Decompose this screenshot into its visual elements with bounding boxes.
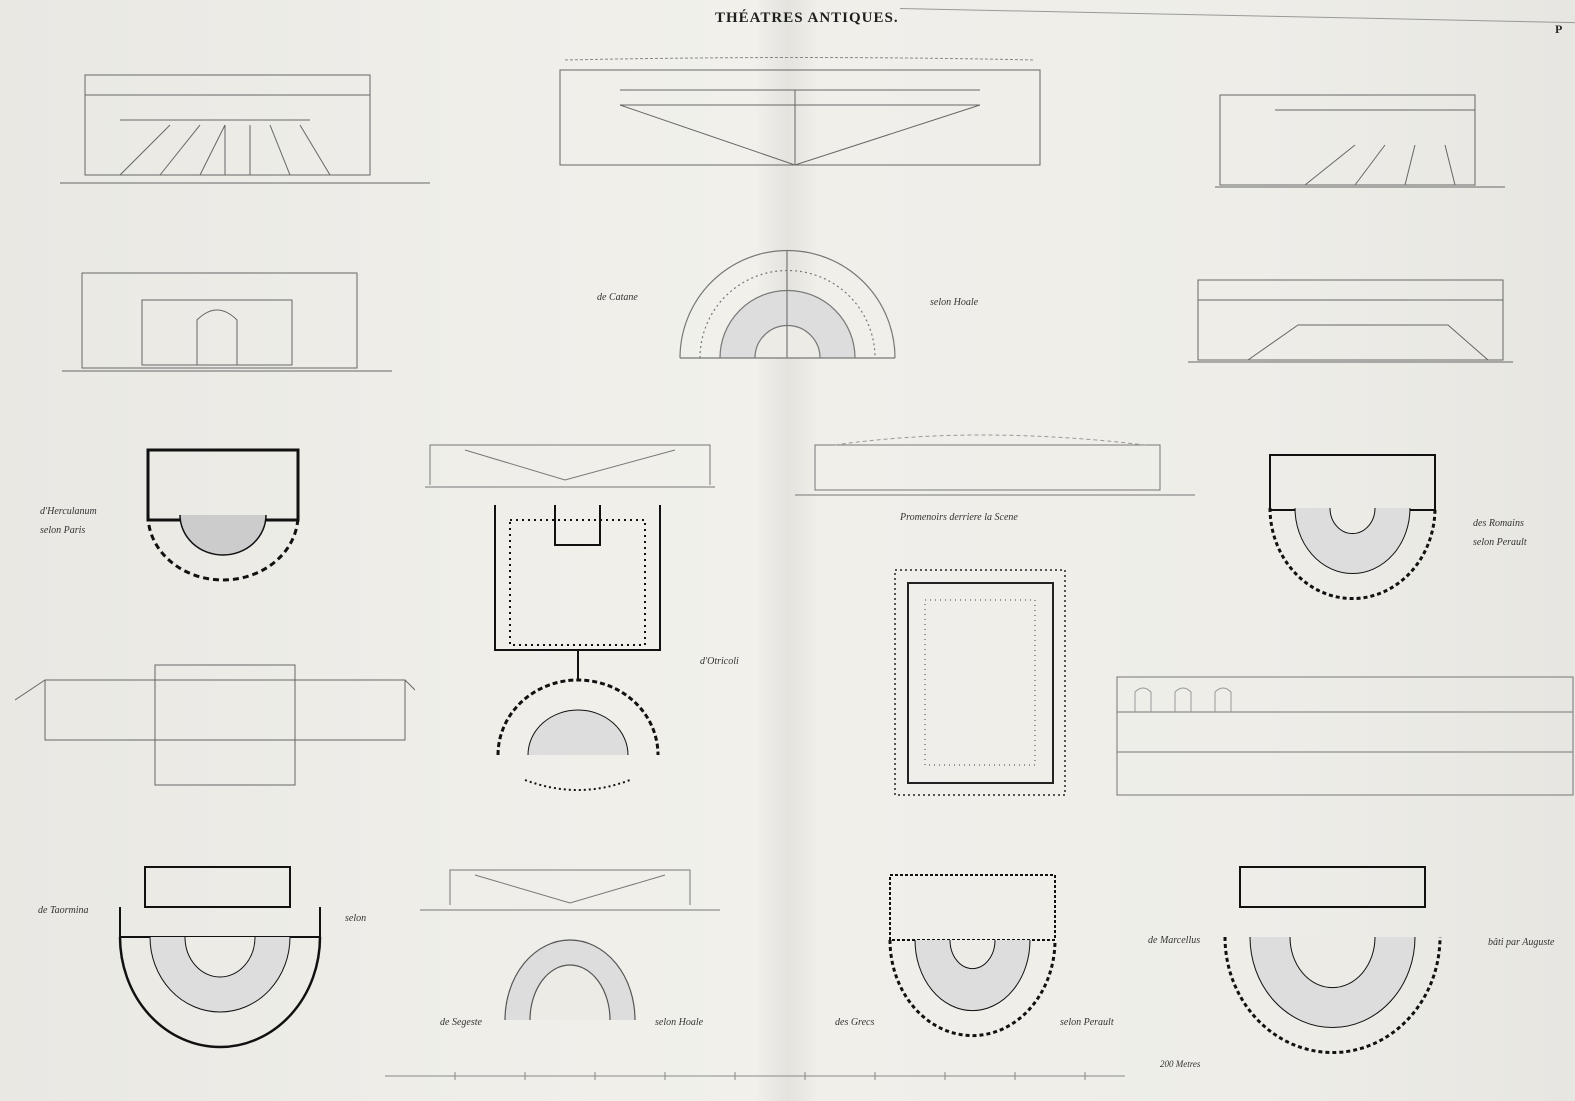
- section-elevation-top-left: [60, 65, 430, 185]
- label-romains: des Romains: [1473, 518, 1524, 529]
- scale-label: 200 Metres: [1160, 1059, 1201, 1069]
- label-segeste-selon: selon Hoale: [655, 1017, 704, 1028]
- label-promenoirs: Promenoirs derriere la Scene: [900, 512, 1018, 523]
- scene-elevation-herculanum: [62, 265, 392, 375]
- label-marcellus-selon: bâti par Auguste: [1488, 937, 1555, 948]
- label-taormina: de Taormina: [38, 905, 89, 916]
- elevation-promenoirs: [795, 420, 1195, 500]
- plan-theatre-grecs: [885, 870, 1060, 1040]
- label-herculanum-selon: selon Paris: [40, 525, 86, 536]
- scene-elevation-taormina: [15, 660, 415, 790]
- label-taormina-selon: selon: [345, 913, 367, 924]
- section-segeste: [420, 865, 720, 915]
- plan-theatre-otricoli: [480, 500, 670, 810]
- scale-bar: [385, 1070, 1185, 1082]
- plan-theatre-romains: [1265, 450, 1440, 605]
- label-grecs: des Grecs: [835, 1017, 875, 1028]
- label-grecs-selon: selon Perault: [1060, 1017, 1114, 1028]
- plan-theatre-segeste: [500, 930, 640, 1025]
- label-otricoli: d'Otricoli: [700, 656, 739, 667]
- plan-promenoirs: [890, 565, 1070, 800]
- label-catane: de Catane: [597, 292, 638, 303]
- plan-theatre-taormina: [115, 862, 325, 1052]
- plate-title: THÉATRES ANTIQUES.: [715, 10, 899, 26]
- plan-theatre-catane: [675, 240, 900, 360]
- label-marcellus: de Marcellus: [1148, 935, 1201, 946]
- plate-number: P: [1555, 22, 1563, 36]
- label-herculanum: d'Herculanum: [40, 506, 97, 517]
- section-elevation-top-right: [1215, 85, 1505, 190]
- label-segeste: de Segeste: [440, 1017, 482, 1028]
- label-catane-selon: selon Hoale: [930, 297, 979, 308]
- plan-theatre-herculanum: [140, 445, 305, 585]
- section-elevation-top-center: [555, 55, 1045, 170]
- plan-theatre-marcellus: [1220, 862, 1445, 1057]
- section-elevation-right-row2: [1188, 270, 1513, 365]
- section-seating-center-left: [425, 435, 715, 490]
- label-romains-selon: selon Perault: [1473, 537, 1527, 548]
- exterior-elevation-marcellus: [1115, 672, 1575, 797]
